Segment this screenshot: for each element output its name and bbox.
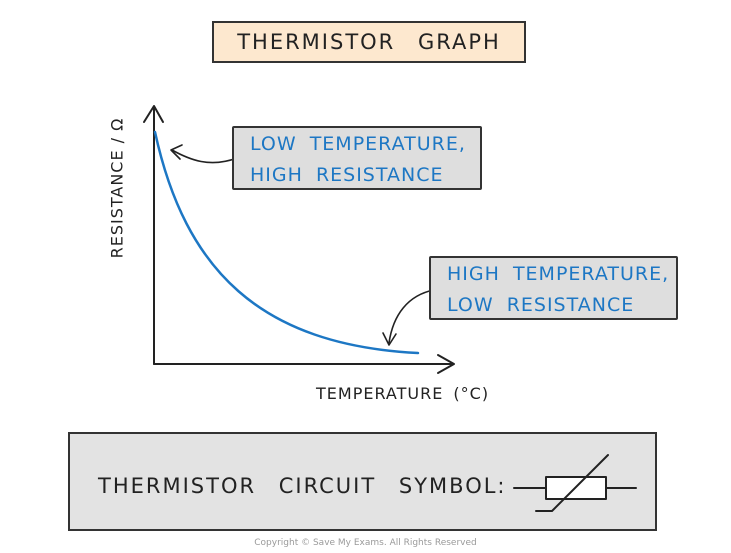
y-axis-arrow-icon	[143, 105, 164, 123]
callout-line-2: HIGH RESISTANCE	[250, 164, 444, 186]
circuit-symbol-panel: THERMISTOR CIRCUIT SYMBOL:	[68, 432, 657, 531]
callout-line-1: LOW TEMPERATURE,	[250, 133, 466, 155]
resistance-curve	[153, 130, 420, 355]
low-temperature-callout: LOW TEMPERATURE, HIGH RESISTANCE	[232, 126, 482, 190]
circuit-symbol-label: THERMISTOR CIRCUIT SYMBOL:	[98, 474, 507, 498]
low-temp-pointer	[171, 149, 238, 164]
x-axis-arrow-icon	[437, 354, 455, 374]
title-text: THERMISTOR GRAPH	[237, 30, 501, 54]
high-temperature-callout: HIGH TEMPERATURE, LOW RESISTANCE	[429, 256, 678, 320]
y-axis-label-text: RESISTANCE / Ω	[107, 117, 127, 259]
low-temp-pointer-arrow-icon	[170, 144, 183, 160]
high-temp-pointer-arrow-icon	[382, 332, 397, 346]
page-title: THERMISTOR GRAPH	[212, 21, 526, 63]
high-temp-pointer	[388, 289, 435, 344]
callout-line-2: LOW RESISTANCE	[447, 294, 635, 316]
x-axis-label: TEMPERATURE (°C)	[316, 384, 490, 403]
thermistor-symbol-icon	[513, 454, 637, 512]
copyright-notice: Copyright © Save My Exams. All Rights Re…	[254, 538, 477, 548]
callout-line-1: HIGH TEMPERATURE,	[447, 263, 670, 285]
